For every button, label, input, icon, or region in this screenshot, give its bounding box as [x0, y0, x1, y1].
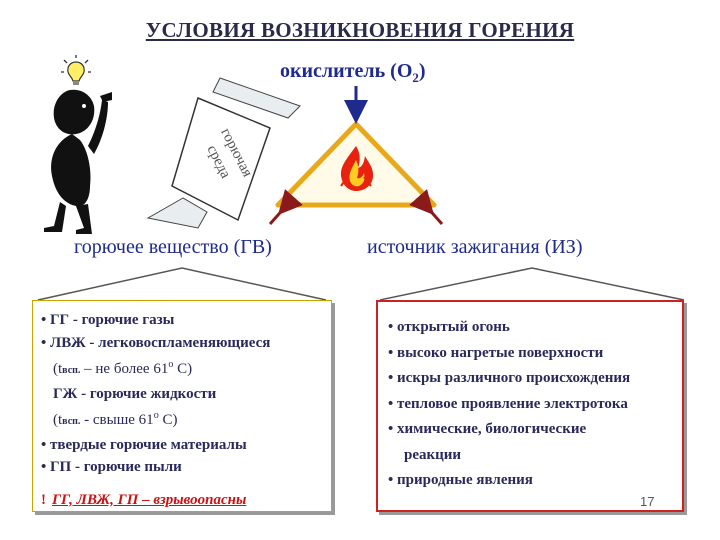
fuel-label: горючее вещество (ГВ): [74, 236, 272, 258]
oxidizer-label: окислитель (О2): [280, 60, 426, 85]
page-number: 17: [640, 494, 655, 509]
list-item: ГЖ - горючие жидкости: [53, 385, 217, 402]
list-item: (tвсп. - свыше 61о С): [53, 410, 178, 428]
double-arrow-icon: [146, 77, 301, 229]
ignition-label: источник зажигания (ИЗ): [367, 236, 583, 258]
list-item: • химические, биологические: [388, 421, 587, 437]
explosion-warning: !ГГ, ЛВЖ, ГП – взрывоопасны: [41, 491, 247, 508]
fire-icon: [340, 146, 374, 191]
list-item: • искры различного происхождения: [388, 370, 631, 386]
list-item: • тепловое проявление электротока: [388, 395, 628, 412]
list-item: • ГГ - горючие газы: [41, 312, 175, 328]
list-item: • ЛВЖ - легковоспламеняющиеся: [41, 334, 271, 351]
fuel-types-box: • ГГ - горючие газы • ЛВЖ - легковосплам…: [32, 300, 332, 512]
ignition-arrow: [409, 189, 444, 225]
list-item: • открытый огонь: [388, 319, 510, 335]
list-item: • природные явления: [388, 472, 533, 488]
page-title: УСЛОВИЯ ВОЗНИКНОВЕНИЯ ГОРЕНИЯ: [145, 18, 575, 42]
list-item: реакции: [404, 446, 462, 463]
fuel-arrow: [268, 189, 303, 225]
list-item: • высоко нагретые поверхности: [388, 344, 604, 361]
list-item: (tвсп. – не более 61о С): [53, 359, 193, 377]
thinking-person-icon: [44, 89, 112, 234]
list-item: • твердые горючие материалы: [41, 436, 247, 453]
ignition-sources-box: • открытый огонь • высоко нагретые повер…: [376, 300, 684, 512]
list-item: • ГП - горючие пыли: [41, 459, 182, 475]
lightbulb-icon: [61, 55, 91, 85]
